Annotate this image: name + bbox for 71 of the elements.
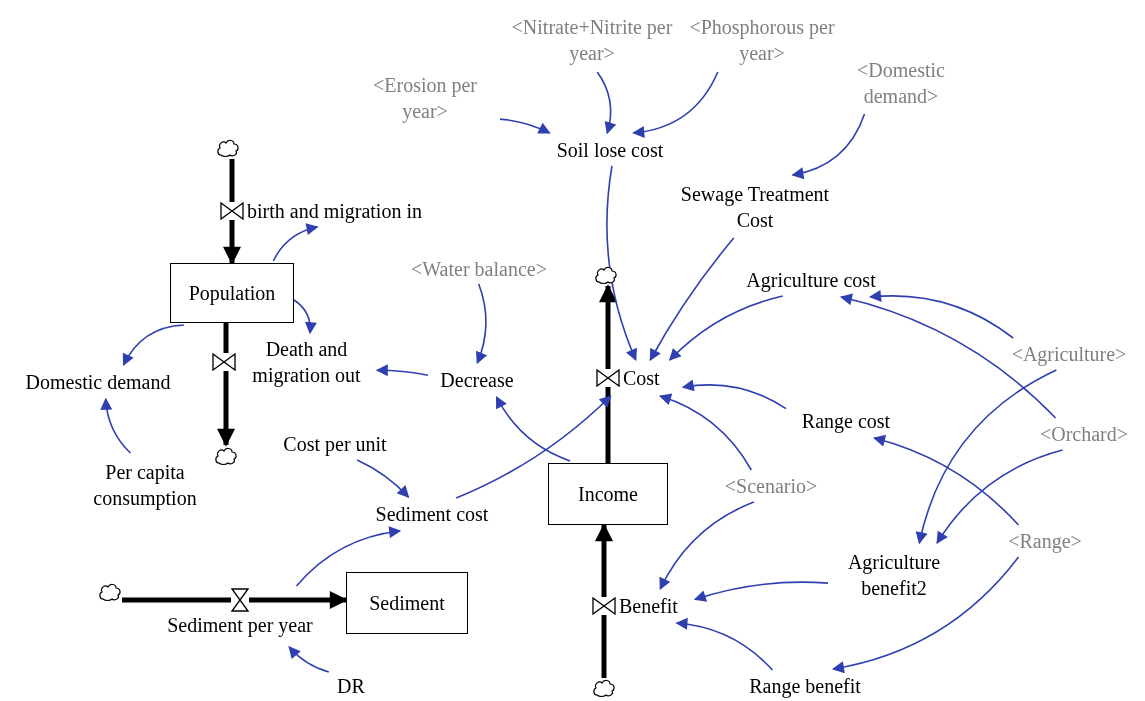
shadow-variable-label: <Nitrate+Nitrite per year> [510, 10, 674, 70]
cloud-icon [214, 445, 238, 467]
flow-pipe [122, 597, 231, 603]
shadow-variable-label: <Orchard> [1026, 420, 1142, 448]
stock-box: Sediment [346, 572, 468, 634]
arrow [675, 618, 774, 671]
arrow [288, 646, 330, 673]
arrow [681, 379, 787, 410]
variable-label: Range benefit [733, 672, 877, 700]
arrow [916, 369, 1058, 545]
shadow-variable-label: <Range> [993, 527, 1097, 555]
cloud-icon [216, 137, 240, 159]
flow-pipe [223, 323, 229, 353]
arrow [873, 435, 1020, 526]
stock-box: Population [170, 263, 294, 323]
variable-label: Range cost [788, 407, 904, 435]
arrow [295, 526, 402, 587]
arrow [100, 397, 132, 454]
shadow-variable-label: <Agriculture> [998, 340, 1140, 368]
arrow [356, 459, 410, 498]
stock-box: Income [548, 463, 668, 525]
flow-label: birth and migration in [247, 199, 422, 224]
variable-label: Agriculture cost [733, 266, 889, 294]
variable-label: Per capita consumption [78, 455, 212, 515]
arrow [606, 165, 638, 362]
arrow [455, 395, 612, 499]
arrow [936, 449, 1064, 544]
flow-label: Benefit [619, 594, 678, 619]
arrow [659, 393, 753, 471]
shadow-variable-label: <Water balance> [393, 256, 565, 282]
variable-label: Cost per unit [268, 430, 402, 458]
arrow [693, 581, 829, 602]
shadow-variable-label: <Erosion per year> [352, 70, 498, 126]
arrow [649, 237, 735, 362]
arrow [293, 299, 317, 335]
arrow [831, 556, 1020, 673]
cloud-icon [98, 581, 122, 603]
arrow [475, 283, 487, 365]
variable-label: Domestic demand [8, 368, 188, 396]
flow-pipe [605, 387, 611, 463]
variable-label: Sewage Treatment Cost [678, 178, 832, 236]
arrow [495, 395, 571, 462]
arrow [839, 293, 1057, 419]
flow-pipe [229, 159, 235, 202]
flow-pipe [217, 371, 235, 447]
arrow [791, 113, 866, 179]
arrow [272, 223, 319, 262]
flow-pipe [601, 615, 607, 678]
flow-pipe [249, 591, 348, 609]
arrow [668, 295, 784, 361]
variable-label: Decrease [430, 366, 524, 394]
arrow [596, 71, 616, 135]
arrow [499, 118, 551, 134]
variable-label: Agriculture benefit2 [830, 546, 958, 604]
flow-label: Cost [623, 366, 660, 391]
variable-label: DR [330, 674, 372, 698]
arrow [122, 324, 185, 367]
variable-label: Sediment cost [363, 500, 501, 528]
variable-label: Soil lose cost [543, 136, 677, 164]
shadow-variable-label: <Scenario> [698, 472, 844, 500]
flow-pipe [223, 220, 241, 265]
arrow [375, 364, 429, 377]
cloud-icon [592, 678, 616, 698]
flow-label: Sediment per year [167, 613, 313, 638]
flow-label: Death and migration out [251, 337, 362, 388]
arrow [659, 501, 755, 591]
arrow [869, 290, 1014, 339]
flow-pipe [595, 523, 613, 597]
arrow [632, 71, 719, 138]
cloud-icon [594, 264, 618, 286]
flow-pipe [599, 284, 617, 369]
